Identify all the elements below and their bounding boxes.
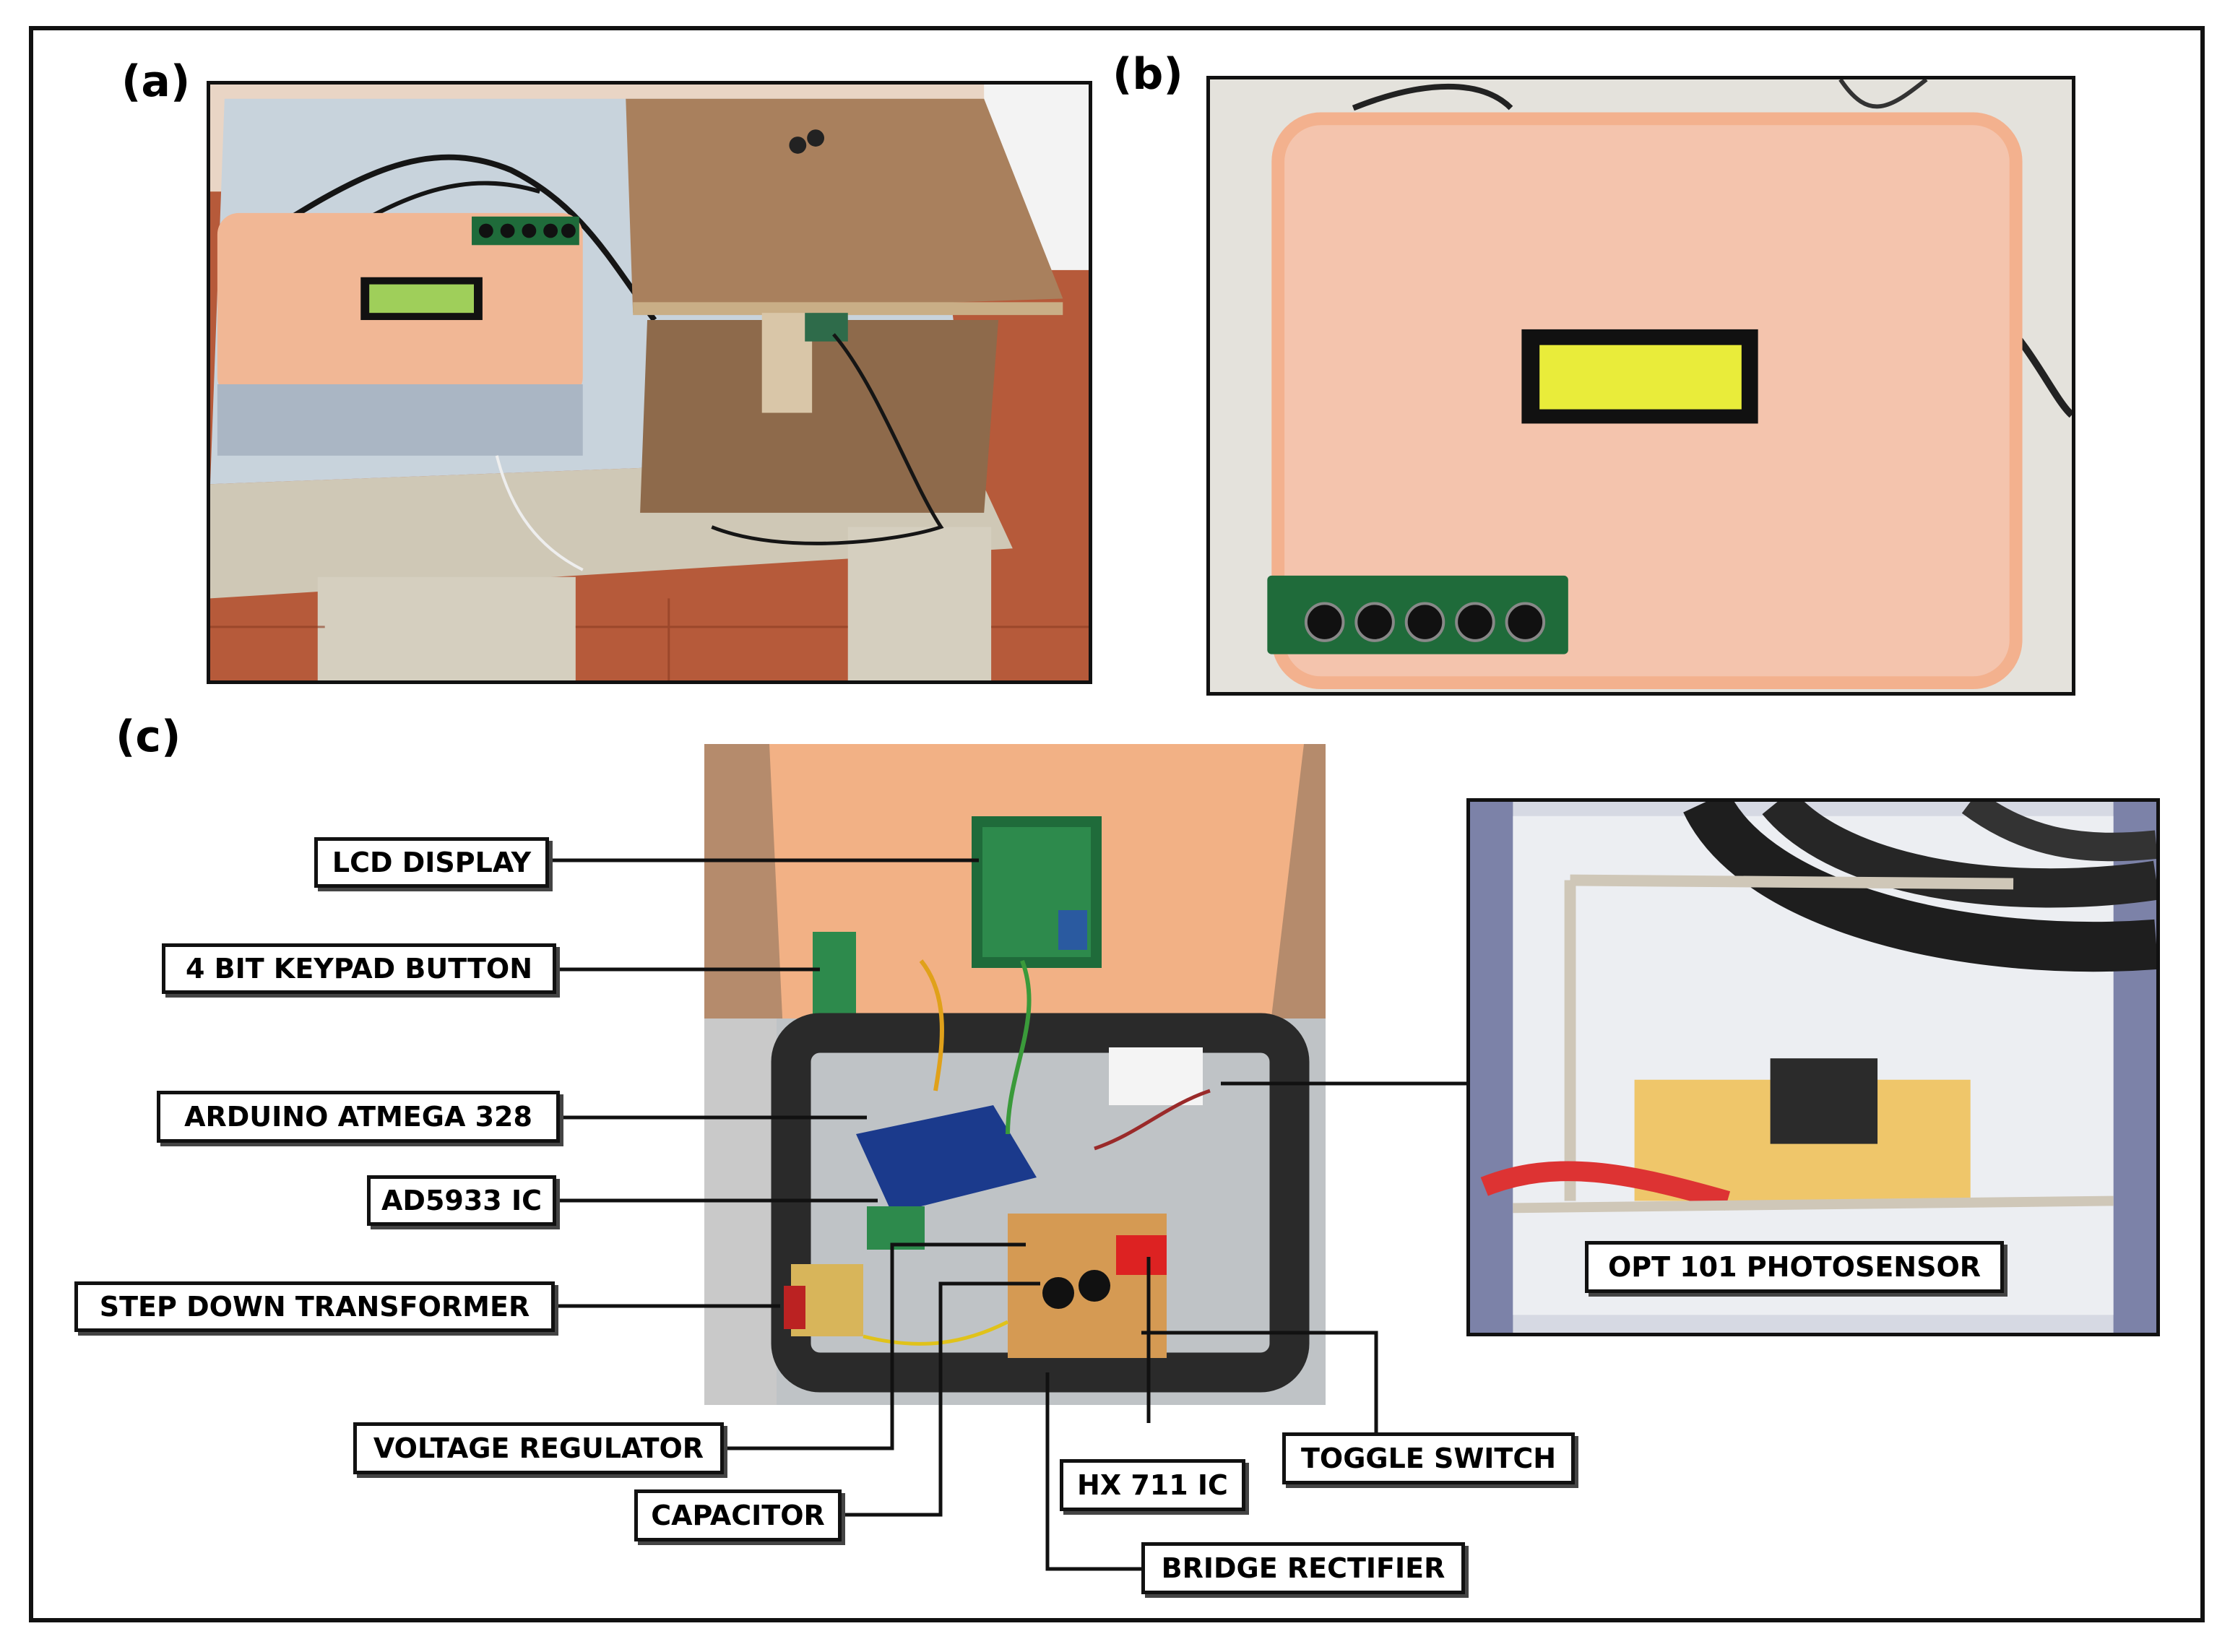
callout-keypad-button: 4 BIT KEYPAD BUTTON [162, 943, 556, 994]
photo-a-setup [207, 81, 1092, 684]
panel-label-a: (a) [121, 56, 191, 107]
callout-voltage-regulator: VOLTAGE REGULATOR [353, 1422, 724, 1474]
panel-label-b: (b) [1112, 49, 1183, 100]
callout-arduino: ARDUINO ATMEGA 328 [157, 1091, 560, 1143]
callout-photosensor: OPT 101 PHOTOSENSOR [1585, 1241, 2004, 1293]
callout-capacitor: CAPACITOR [634, 1489, 842, 1541]
callout-hx711: HX 711 IC [1060, 1459, 1245, 1511]
figure-frame [29, 26, 2205, 1622]
callout-bridge-rectifier: BRIDGE RECTIFIER [1141, 1542, 1465, 1594]
photo-b-enclosure-top [1206, 76, 2075, 696]
panel-label-c: (c) [116, 712, 181, 762]
callout-ad5933: AD5933 IC [367, 1175, 556, 1226]
callout-transformer: STEP DOWN TRANSFORMER [74, 1281, 555, 1332]
photo-c-photosensor [1466, 798, 2160, 1336]
photo-c-open-enclosure [704, 744, 1326, 1405]
callout-lcd-display: LCD DISPLAY [314, 837, 549, 888]
callout-toggle-switch: TOGGLE SWITCH [1282, 1432, 1575, 1484]
